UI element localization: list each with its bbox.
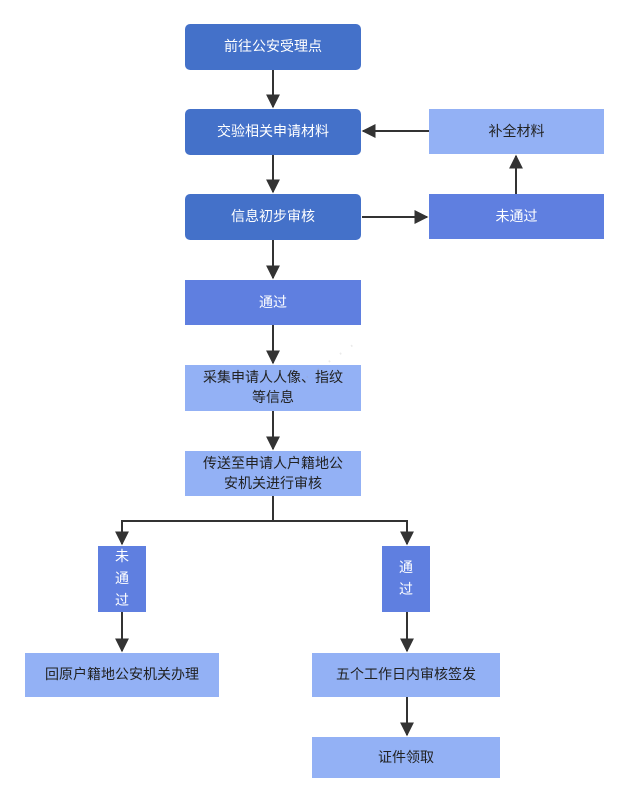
node-submit-materials: 交验相关申请材料 [185, 109, 361, 155]
node-submit-materials-label: 交验相关申请材料 [217, 124, 329, 140]
arrow-send-to-branches-right [273, 520, 414, 546]
node-initial-review: 信息初步审核 [185, 194, 361, 240]
node-initial-review-label: 信息初步审核 [231, 209, 315, 225]
node-collect-biometrics-label: 采集申请人人像、指纹 等信息 [203, 370, 343, 406]
node-collect-biometrics: 采集申请人人像、指纹 等信息 [185, 365, 361, 411]
node-return-to-registry: 回原户籍地公安机关办理 [25, 653, 219, 697]
node-send-to-registry-label: 传送至申请人户籍地公 安机关进行审核 [203, 455, 343, 492]
node-supplement-materials-label: 补全材料 [488, 123, 545, 140]
node-send-to-registry: 传送至申请人户籍地公 安机关进行审核 [185, 451, 361, 496]
node-return-to-registry-label: 回原户籍地公安机关办理 [45, 667, 199, 683]
node-registry-passed-label: 通过 [399, 560, 413, 598]
arrow-send-to-branches-left [115, 496, 274, 546]
node-initial-failed-label: 未通过 [495, 208, 538, 225]
node-five-days-issue-label: 五个工作日内审核签发 [336, 667, 476, 683]
node-initial-failed: 未通过 [429, 194, 604, 239]
node-supplement-materials: 补全材料 [429, 109, 604, 154]
node-initial-passed-label: 通过 [259, 294, 287, 311]
node-five-days-issue: 五个工作日内审核签发 [312, 653, 500, 697]
node-go-to-office-label: 前往公安受理点 [224, 39, 322, 55]
node-go-to-office: 前往公安受理点 [185, 24, 361, 70]
node-registry-passed: 通过 [382, 546, 430, 612]
node-registry-failed-label: 未通过 [115, 549, 129, 609]
node-registry-failed: 未通过 [98, 546, 146, 612]
node-collect-certificate: 证件领取 [312, 737, 500, 778]
node-collect-certificate-label: 证件领取 [378, 749, 434, 766]
node-initial-passed: 通过 [185, 280, 361, 325]
